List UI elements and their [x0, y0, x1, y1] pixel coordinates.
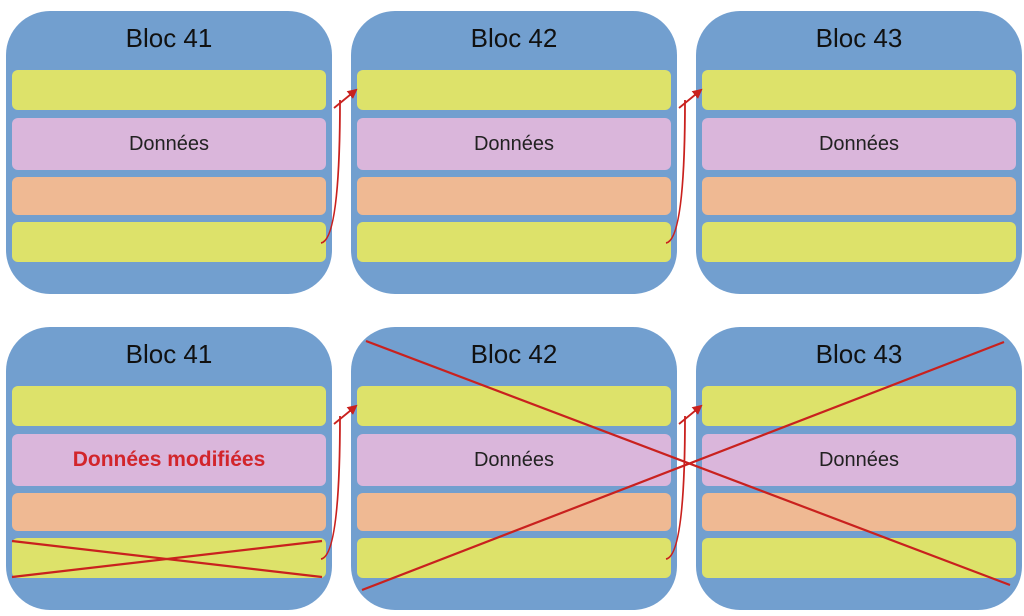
data-field: Données — [357, 118, 671, 170]
previous-hash-field — [357, 538, 671, 578]
data-field: Données — [702, 434, 1016, 486]
hash-field — [702, 386, 1016, 426]
block-43-invalidated: Bloc 43 Données — [696, 327, 1022, 610]
data-field: Données — [702, 118, 1016, 170]
previous-hash-field — [12, 538, 326, 578]
previous-hash-field — [12, 222, 326, 262]
block-title: Bloc 43 — [815, 339, 903, 369]
meta-field — [357, 177, 671, 215]
hash-field — [357, 70, 671, 110]
block-42-invalidated: Bloc 42 Données — [351, 327, 677, 610]
previous-hash-field — [702, 222, 1016, 262]
block-43-original: Bloc 43 Données — [696, 11, 1022, 294]
block-41-modified: Bloc 41 Données modifiées — [6, 327, 332, 610]
previous-hash-field — [357, 222, 671, 262]
hash-field — [12, 70, 326, 110]
block-title: Bloc 42 — [470, 339, 558, 369]
previous-hash-field — [702, 538, 1016, 578]
modified-data-field: Données modifiées — [12, 434, 326, 486]
block-title: Bloc 43 — [815, 23, 903, 53]
hash-field — [702, 70, 1016, 110]
block-41-original: Bloc 41 Données — [6, 11, 332, 294]
data-field: Données — [357, 434, 671, 486]
block-title: Bloc 41 — [125, 23, 213, 53]
meta-field — [357, 493, 671, 531]
meta-field — [702, 493, 1016, 531]
block-title: Bloc 41 — [125, 339, 213, 369]
data-field: Données — [12, 118, 326, 170]
meta-field — [12, 177, 326, 215]
meta-field — [12, 493, 326, 531]
block-42-original: Bloc 42 Données — [351, 11, 677, 294]
block-title: Bloc 42 — [470, 23, 558, 53]
hash-field — [12, 386, 326, 426]
meta-field — [702, 177, 1016, 215]
hash-field — [357, 386, 671, 426]
